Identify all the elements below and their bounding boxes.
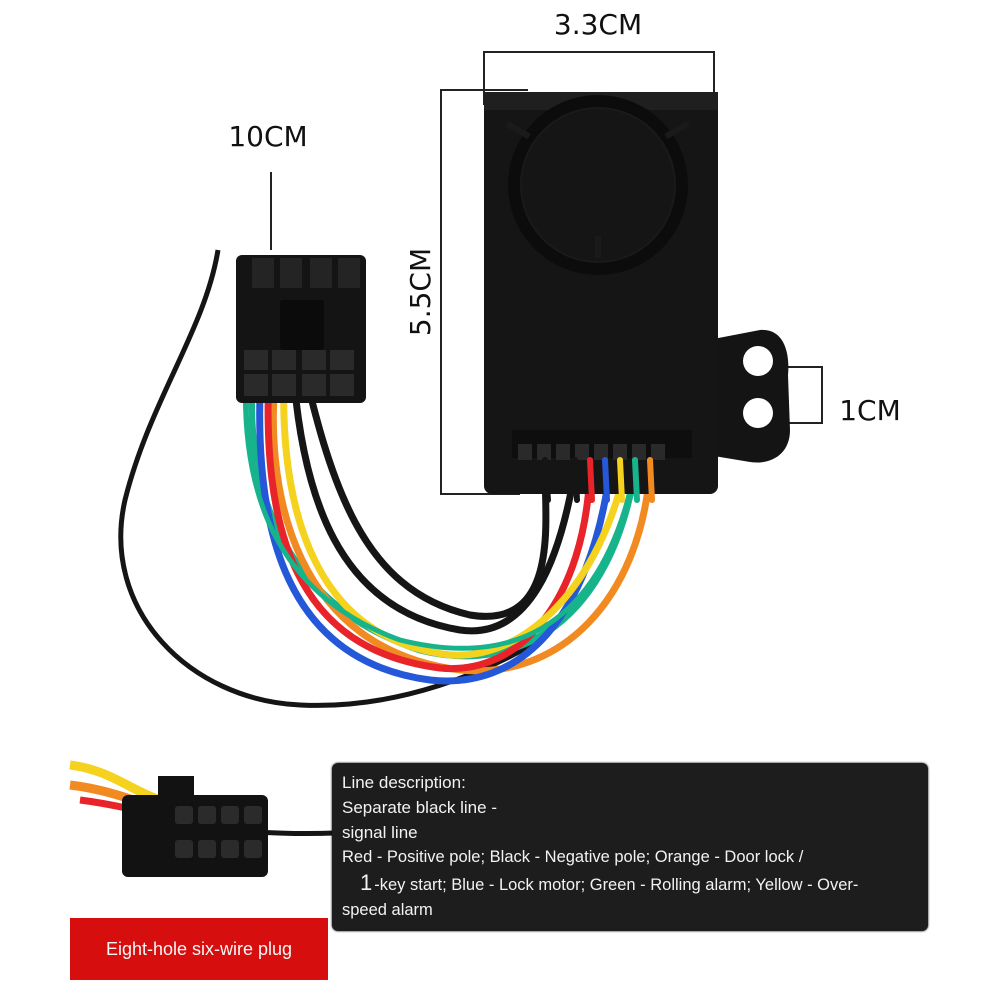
wire-bundle: [242, 346, 654, 685]
wire-colors-number: 1: [360, 870, 373, 895]
alarm-box: [484, 92, 790, 494]
box-wire-stubs: [542, 457, 655, 503]
connector-plug: [236, 255, 366, 403]
height-label: 5.5CM: [404, 248, 437, 336]
mount-hole-bottom: [743, 398, 773, 428]
hole-label: 1CM: [839, 394, 901, 427]
mount-hole-top: [743, 346, 773, 376]
signal-line-text-1: Separate black line -: [342, 798, 497, 817]
width-label: 3.3CM: [554, 8, 642, 41]
wire-colors-text: Red - Positive pole; Black - Negative po…: [342, 845, 862, 923]
wire-colors-part2: -key start; Blue - Lock motor; Green - R…: [342, 876, 859, 919]
dimension-lines: [270, 51, 823, 495]
plug-label: Eight-hole six-wire plug: [70, 918, 328, 980]
signal-wire: [118, 249, 542, 708]
height-dimension-line: [440, 89, 528, 495]
plug-inset-photo: [69, 760, 336, 877]
cable-label: 10CM: [228, 120, 307, 153]
width-dimension-line: [483, 51, 715, 105]
signal-line-text-2: signal line: [342, 823, 418, 842]
description-title: Line description:: [342, 773, 466, 792]
hole-dimension-line: [770, 366, 823, 424]
line-description-panel: Line description: Separate black line - …: [332, 763, 928, 931]
wire-colors-part1: Red - Positive pole; Black - Negative po…: [342, 848, 804, 866]
